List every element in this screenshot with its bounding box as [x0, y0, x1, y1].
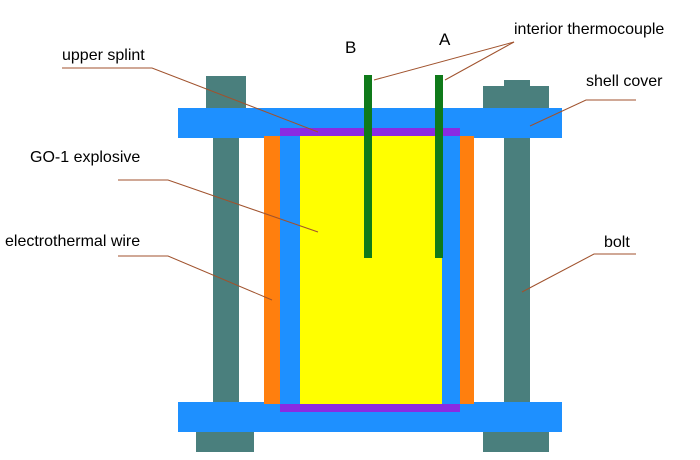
label-upper-splint: upper splint — [62, 47, 145, 64]
shell-wall-right — [442, 134, 460, 406]
bolt-right — [504, 80, 530, 452]
label-bolt: bolt — [604, 234, 630, 251]
label-interior-thermocouple: interior thermocouple — [514, 21, 664, 38]
label-go1-explosive: GO-1 explosive — [30, 149, 140, 166]
electrothermal-wire-left — [264, 136, 280, 404]
label-electrothermal-wire: electrothermal wire — [5, 233, 140, 250]
bolt-right-head-top — [483, 86, 549, 110]
leader-go1-explosive — [118, 179, 319, 233]
leader-lines — [62, 41, 636, 301]
thermocouple-a — [435, 75, 443, 258]
leader-shell-cover — [529, 99, 636, 127]
leader-upper-splint — [62, 67, 319, 133]
shell-wall-left — [280, 134, 300, 406]
bolt-left-head-top — [206, 76, 246, 110]
label-thermocouple-b: B — [345, 38, 356, 57]
thermocouple-b — [364, 75, 372, 258]
label-thermocouple-a: A — [439, 30, 451, 49]
leader-electrothermal-wire — [118, 255, 273, 301]
lower-splint — [280, 404, 460, 412]
leader-interior-thermocouple-a — [444, 41, 515, 81]
label-shell-cover: shell cover — [586, 73, 663, 90]
leader-bolt — [521, 253, 636, 293]
leader-interior-thermocouple-b — [373, 41, 515, 81]
electrothermal-wire-right — [460, 136, 474, 404]
bolt-left — [213, 80, 239, 452]
